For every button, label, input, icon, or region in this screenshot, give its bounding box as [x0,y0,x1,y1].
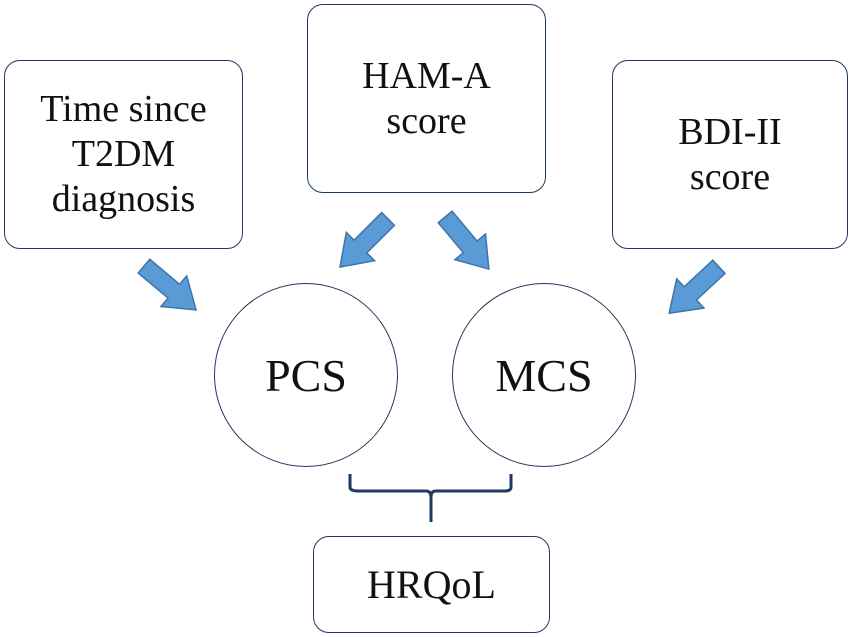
brace-pcs-mcs-to-hrqol [348,474,513,522]
time-since-diagnosis-box: Time since T2DM diagnosis [4,60,243,249]
time-since-diagnosis-label: Time since T2DM diagnosis [40,88,207,220]
arrow-ham-to-pcs [339,211,396,268]
arrow-bdi-to-mcs [668,259,727,315]
mcs-circle: MCS [452,283,636,467]
hrqol-box: HRQoL [313,536,550,633]
arrow-time-to-pcs [137,258,198,311]
bdi-ii-score-box: BDI-II score [612,60,848,249]
mcs-label: MCS [495,349,593,401]
ham-a-score-box: HAM-A score [307,4,546,193]
arrow-ham-to-mcs [437,210,490,271]
pcs-circle: PCS [214,283,398,467]
bdi-ii-score-label: BDI-II score [678,110,782,198]
pcs-label: PCS [265,349,347,401]
hrqol-label: HRQoL [367,562,496,607]
ham-a-score-label: HAM-A score [362,54,491,142]
